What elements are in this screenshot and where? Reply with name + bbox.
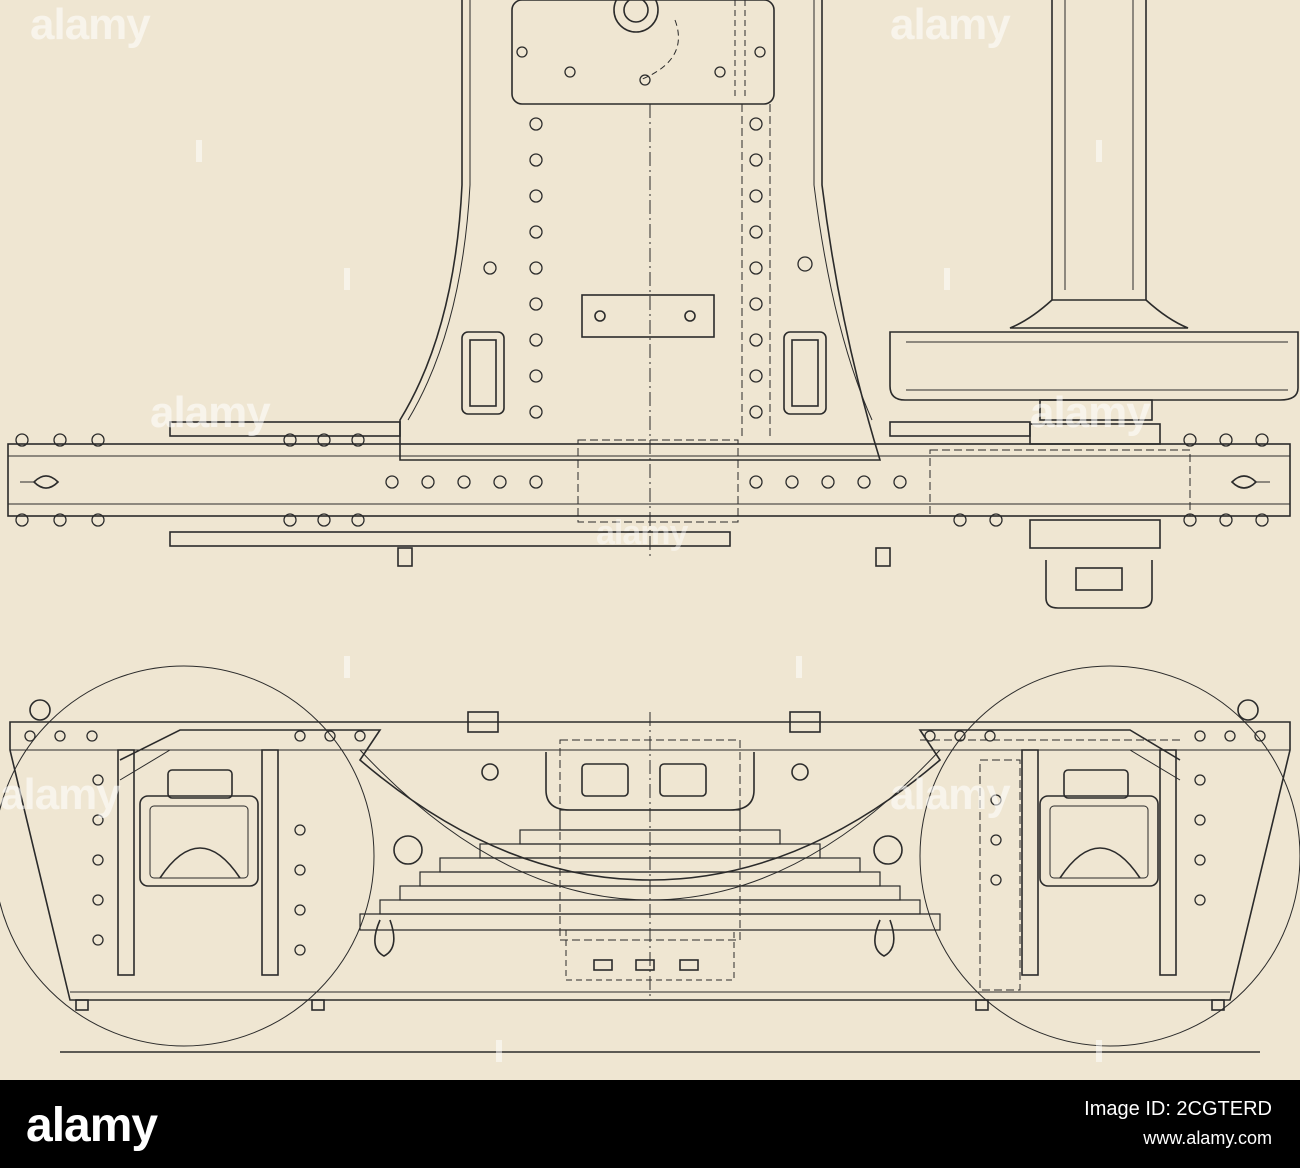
truck-drawing-svg <box>0 0 1300 1053</box>
journal-box-left <box>139 795 259 887</box>
watermark-mark <box>496 1040 502 1062</box>
rivet-column-right <box>749 117 813 419</box>
site-url[interactable]: www.alamy.com <box>1143 1128 1272 1148</box>
journal-box-right <box>1039 795 1159 887</box>
image-id-label: Image ID: 2CGTERD <box>1084 1098 1272 1120</box>
wheel-right-outline <box>919 665 1300 1047</box>
beam-rivets <box>15 433 1269 527</box>
watermark-mark <box>344 656 350 678</box>
footer-bar: alamy Image ID: 2CGTERD www.alamy.com <box>0 1080 1300 1168</box>
wheel-left-outline <box>0 665 375 1047</box>
side-elevation <box>0 665 1300 1053</box>
watermark-mark <box>796 656 802 678</box>
technical-drawing: alamy alamy alamy alamy alamy alamy alam… <box>0 0 1300 1080</box>
rivet-column-left <box>483 117 543 419</box>
watermark-mark <box>196 140 202 162</box>
alamy-logo: alamy <box>26 1099 158 1152</box>
watermark-mark <box>1096 1040 1102 1062</box>
watermark-mark <box>944 268 950 290</box>
watermark-mark <box>1096 140 1102 162</box>
watermark-mark <box>344 268 350 290</box>
plan-view <box>7 0 1299 609</box>
